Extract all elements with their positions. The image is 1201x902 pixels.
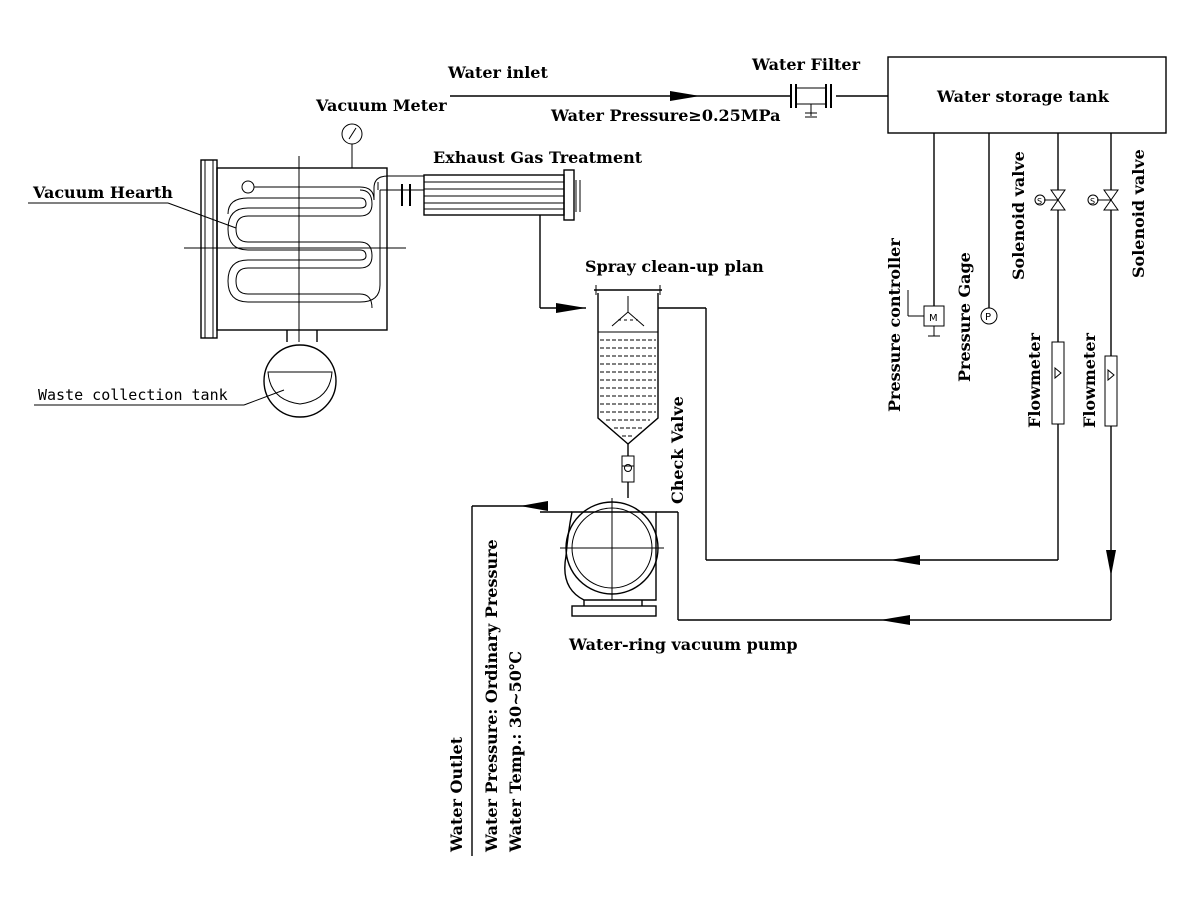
solenoid-symbol-1: S bbox=[1037, 197, 1042, 206]
waste-collection-tank-label: Waste collection tank bbox=[38, 386, 228, 404]
waste-tank-leader-2 bbox=[243, 389, 285, 406]
hearth-outlet-flange bbox=[400, 175, 424, 206]
vacuum-hearth-label: Vacuum Hearth bbox=[32, 183, 173, 202]
solenoid-valve-1-label: Solenoid valve bbox=[1009, 151, 1028, 280]
solenoid-valve-1: S bbox=[1034, 133, 1066, 342]
spray-cleanup-plan-label: Spray clean-up plan bbox=[585, 257, 764, 276]
pressure-gage-label: Pressure Gage bbox=[955, 252, 974, 382]
pressure-controller-symbol: M bbox=[929, 313, 938, 324]
water-inlet-line bbox=[450, 91, 888, 101]
water-inlet-label: Water inlet bbox=[447, 63, 548, 82]
vacuum-hearth-leader-2 bbox=[167, 202, 237, 229]
return-line-spray bbox=[658, 307, 1058, 565]
outlet-pressure-label: Water Pressure: Ordinary Pressure bbox=[482, 539, 501, 853]
water-filter bbox=[790, 84, 832, 118]
return-line-pump bbox=[656, 511, 1111, 625]
water-storage-tank-label: Water storage tank bbox=[936, 87, 1110, 106]
exhaust-gas-treatment bbox=[423, 169, 586, 313]
solenoid-valve-2-label: Solenoid valve bbox=[1129, 149, 1148, 278]
outlet-temp-label: Water Temp.: 30~50℃ bbox=[506, 651, 525, 853]
flowmeter-1-label: Flowmeter bbox=[1025, 332, 1044, 428]
water-ring-vacuum-pump-label: Water-ring vacuum pump bbox=[568, 635, 798, 654]
pressure-gage: P bbox=[980, 133, 998, 325]
water-ring-vacuum-pump bbox=[540, 498, 664, 617]
water-outlet-label: Water Outlet bbox=[447, 736, 466, 853]
water-pressure-inlet-label: Water Pressure≥0.25MPa bbox=[550, 106, 780, 125]
check-valve bbox=[621, 455, 635, 498]
water-filter-label: Water Filter bbox=[751, 55, 861, 74]
flowmeter-2 bbox=[1104, 355, 1118, 620]
vacuum-meter-label: Vacuum Meter bbox=[315, 96, 447, 115]
waste-collection-tank bbox=[263, 330, 337, 418]
exhaust-gas-treatment-label: Exhaust Gas Treatment bbox=[433, 148, 643, 167]
solenoid-valve-2: S bbox=[1087, 133, 1119, 356]
flowmeter-1 bbox=[1051, 341, 1065, 560]
water-storage-tank bbox=[887, 56, 1167, 134]
vacuum-meter bbox=[341, 123, 363, 168]
water-outlet-line bbox=[471, 501, 548, 856]
spray-cleanup-tower bbox=[594, 285, 662, 456]
pressure-controller: M bbox=[907, 133, 945, 337]
vacuum-hearth bbox=[184, 156, 406, 342]
solenoid-symbol-2: S bbox=[1090, 197, 1095, 206]
flowmeter-2-label: Flowmeter bbox=[1080, 332, 1099, 428]
pressure-gage-symbol: P bbox=[985, 312, 991, 323]
check-valve-label: Check Valve bbox=[668, 396, 687, 504]
spray-water-fill bbox=[598, 331, 658, 437]
pressure-controller-label: Pressure controller bbox=[885, 238, 904, 412]
